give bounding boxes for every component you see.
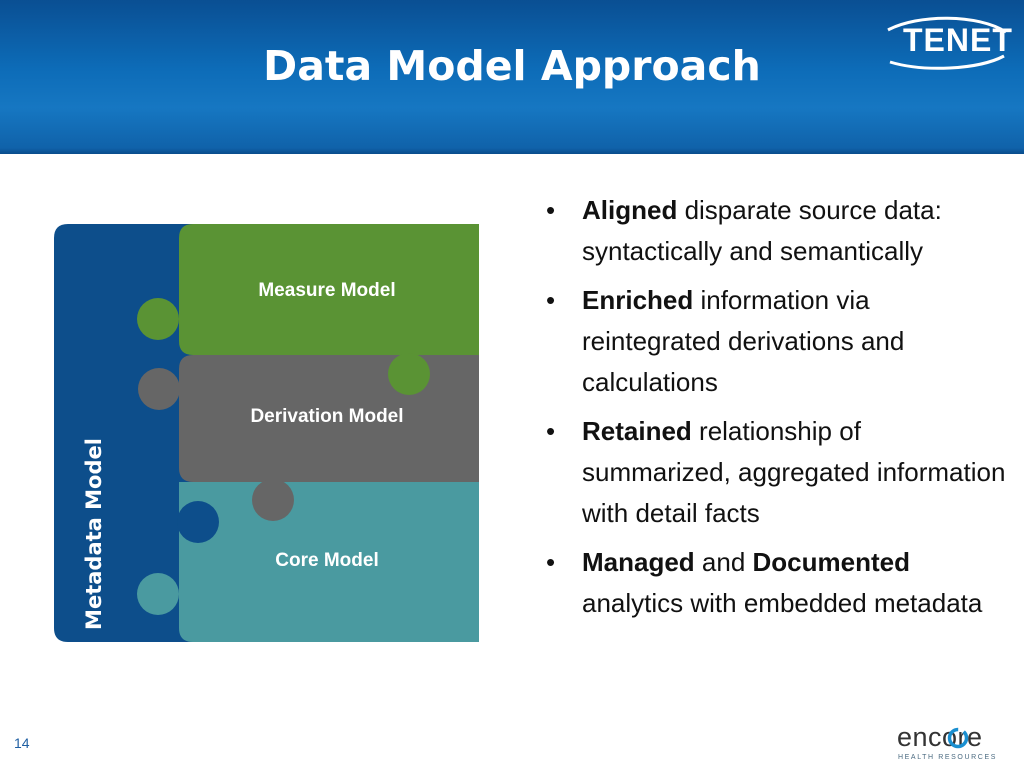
bullet-dot-icon: • — [546, 547, 556, 577]
metadata-model-label: Metadata Model — [82, 438, 106, 630]
derivation-model-tab-bottom — [252, 479, 294, 521]
derivation-model-label: Derivation Model — [250, 406, 404, 427]
puzzle-graphic — [54, 224, 479, 642]
encore-logo-tagline: HEALTH RESOURCES — [898, 754, 997, 761]
bullet-dot-icon: • — [546, 195, 556, 225]
bullet-keyword: Enriched — [582, 285, 694, 315]
measure-model-piece — [179, 224, 479, 355]
derivation-model-tab-left — [138, 368, 180, 410]
bullet-keyword: Retained — [582, 416, 692, 446]
bullet-text: relationship of summarized, aggregated i… — [582, 416, 1006, 528]
encore-logo-ring-icon — [947, 727, 969, 749]
bullet-list: • Aligned disparate source data: syntact… — [546, 190, 1006, 632]
data-model-diagram: Metadata Model Measure Model Derivation … — [54, 224, 479, 642]
bullet-item: • Aligned disparate source data: syntact… — [546, 190, 1006, 272]
bullet-text-2: analytics with embedded metadata — [582, 588, 983, 618]
measure-model-label: Measure Model — [258, 280, 396, 301]
core-model-socket-left — [177, 501, 219, 543]
bullet-text: information via reintegrated derivations… — [582, 285, 905, 397]
bullet-text: disparate source data: syntactically and… — [582, 195, 942, 266]
bullet-item: • Managed and Documented analytics with … — [546, 542, 1006, 624]
measure-model-tab-bottom — [388, 353, 430, 395]
measure-model-tab-left — [137, 298, 179, 340]
bullet-dot-icon: • — [546, 285, 556, 315]
bullet-text: and — [694, 547, 753, 577]
core-model-label: Core Model — [275, 550, 379, 571]
slide-title: Data Model Approach — [263, 42, 761, 90]
core-model-piece — [179, 482, 479, 642]
bullet-item: • Retained relationship of summarized, a… — [546, 411, 1006, 534]
bullet-keyword: Managed — [582, 547, 695, 577]
core-model-tab-left — [137, 573, 179, 615]
tenet-logo — [887, 16, 1007, 70]
bullet-keyword-2: Documented — [752, 547, 910, 577]
bullet-keyword: Aligned — [582, 195, 678, 225]
tenet-logo-text: TENET — [903, 22, 1013, 58]
title-banner — [0, 0, 1024, 154]
page-number: 14 — [14, 735, 30, 751]
bullet-dot-icon: • — [546, 416, 556, 446]
bullet-item: • Enriched information via reintegrated … — [546, 280, 1006, 403]
